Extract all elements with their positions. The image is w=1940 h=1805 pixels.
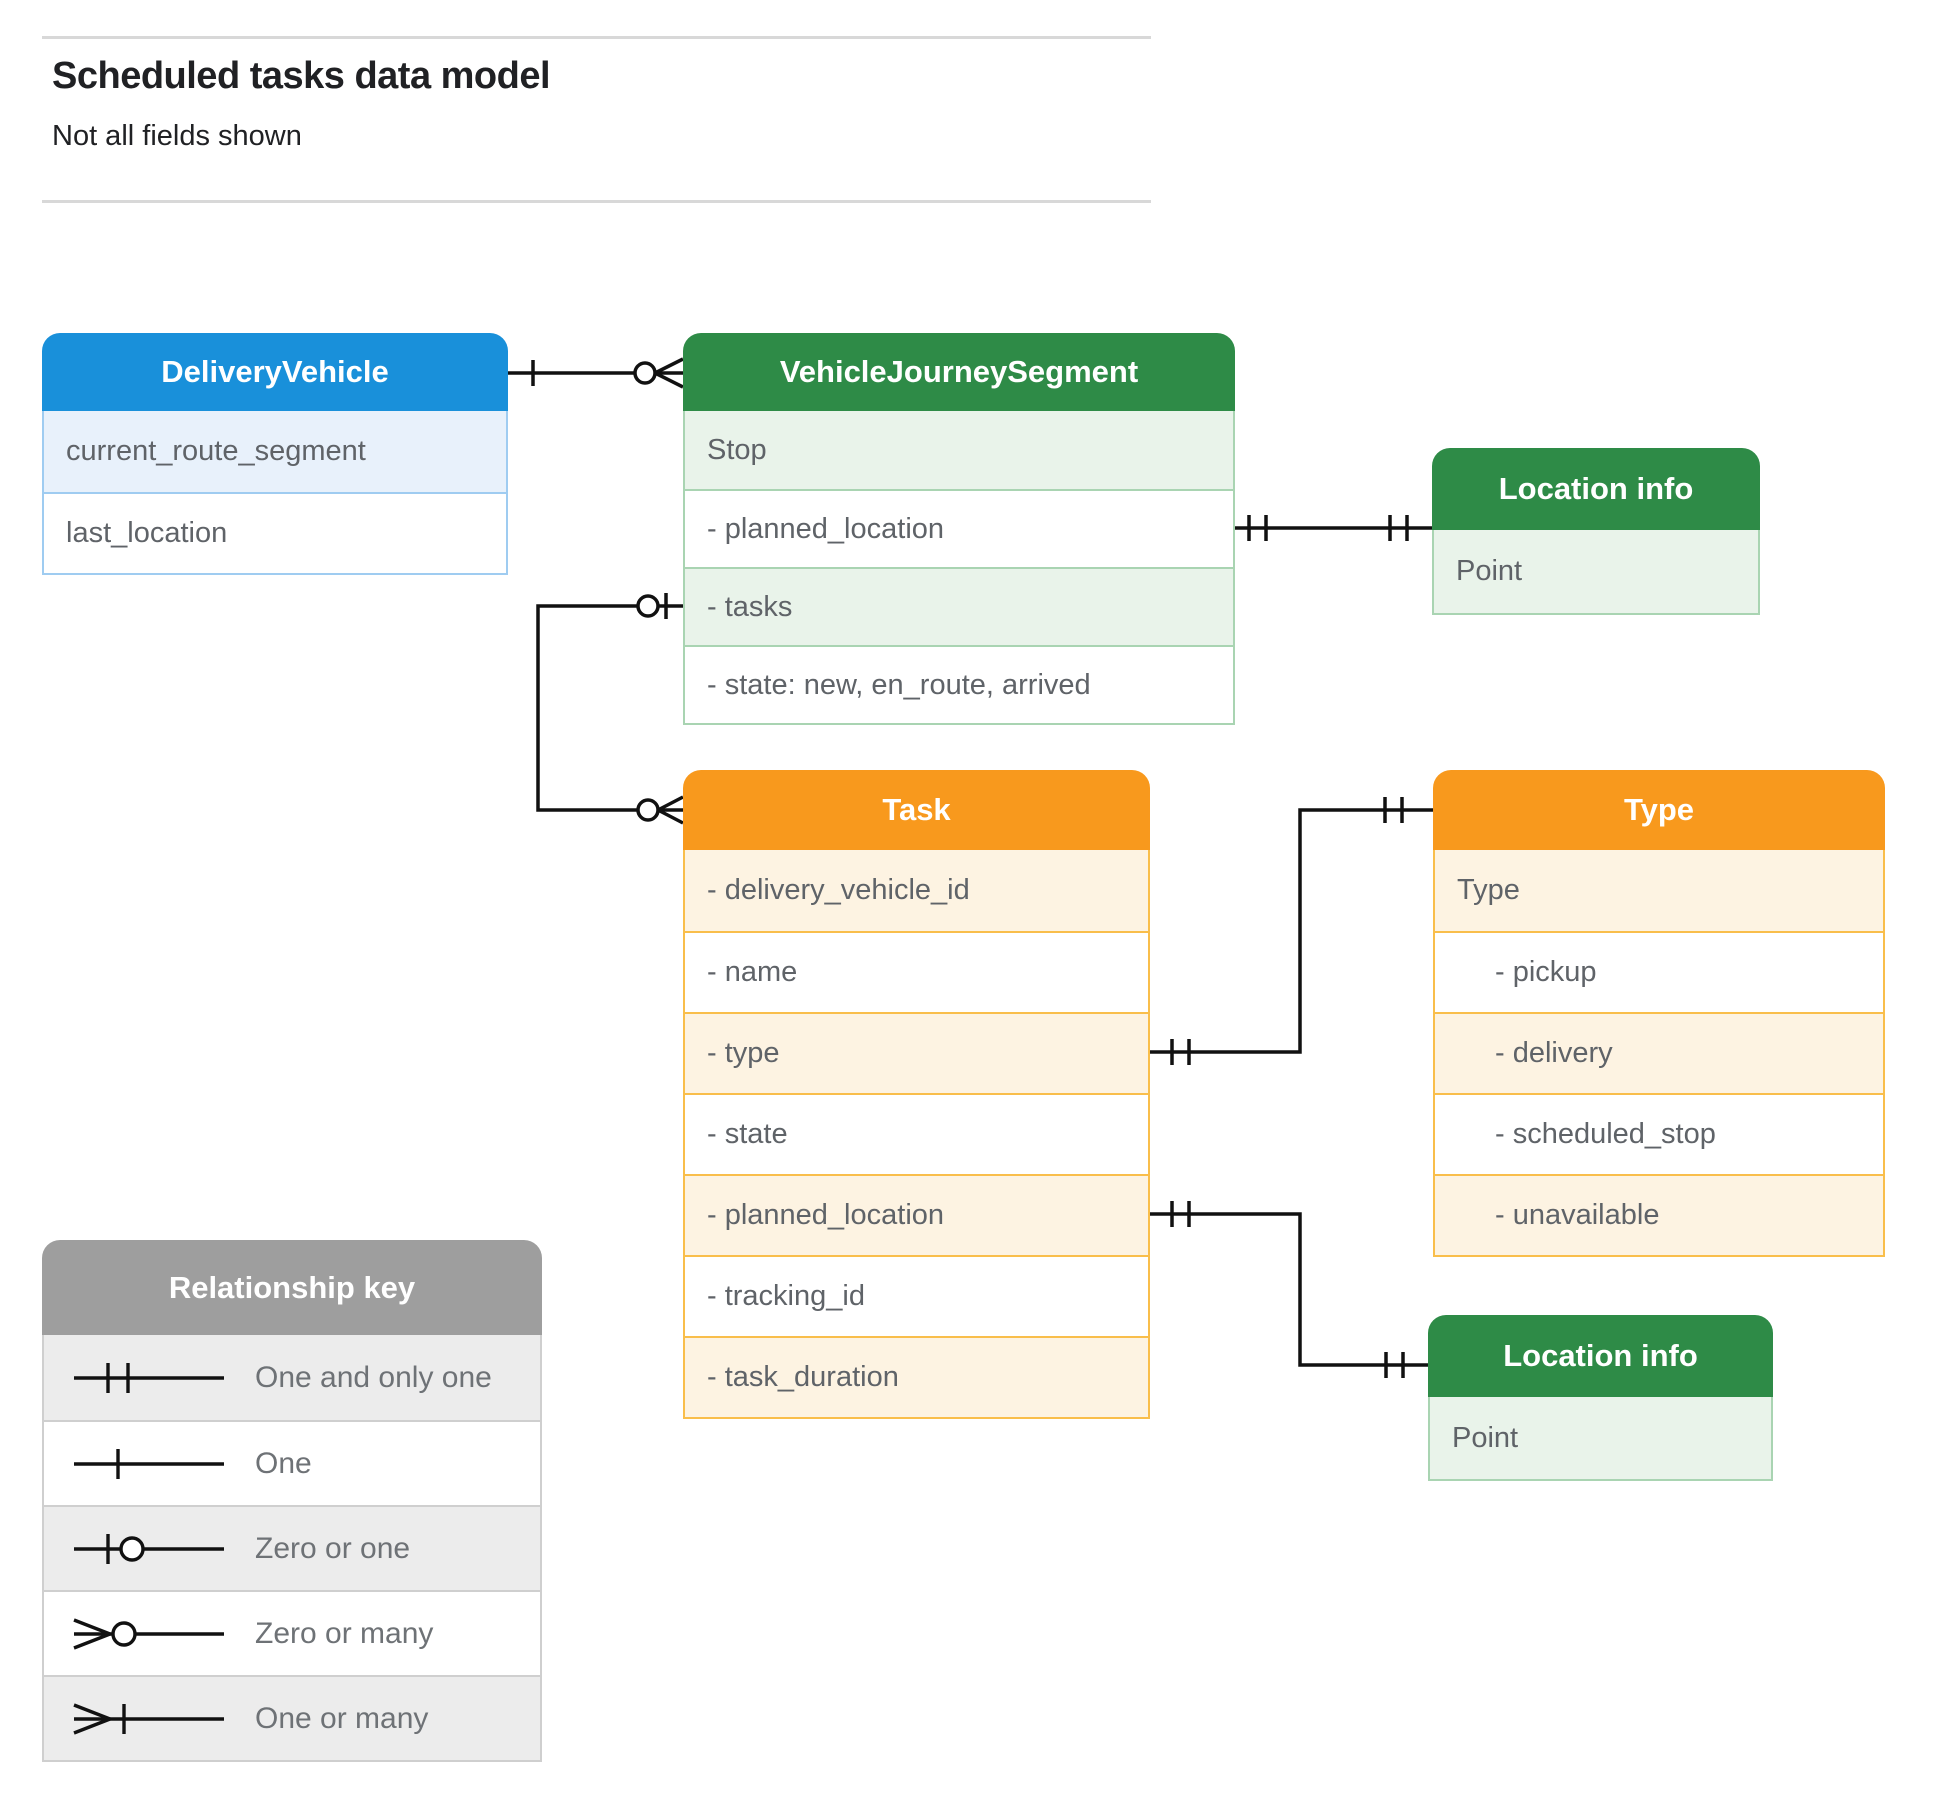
entity-row: - name [685, 931, 1148, 1012]
entity-vehicle-journey-segment: VehicleJourneySegment Stop- planned_loca… [683, 333, 1235, 725]
entity-row: last_location [44, 492, 506, 573]
one-or-many-symbol [66, 1697, 241, 1741]
entity-body: Point [1428, 1397, 1773, 1481]
entity-row: - scheduled_stop [1435, 1093, 1883, 1174]
entity-title: Location info [1498, 471, 1694, 506]
entity-body: Stop- planned_location- tasks- state: ne… [683, 411, 1235, 725]
entity-row: - type [685, 1012, 1148, 1093]
entity-body: - delivery_vehicle_id- name- type- state… [683, 850, 1150, 1419]
entity-row: - task_duration [685, 1336, 1148, 1417]
entity-title: DeliveryVehicle [161, 354, 389, 389]
legend-label: Zero or many [255, 1616, 434, 1650]
one-symbol [66, 1442, 241, 1486]
connector-plannedlocation-locationinfo-top [1235, 515, 1432, 541]
entity-row: - planned_location [685, 489, 1233, 567]
entity-header: VehicleJourneySegment [683, 333, 1235, 411]
title-divider [42, 200, 1151, 203]
entity-row: - state: new, en_route, arrived [685, 645, 1233, 723]
entity-type: Type Type- pickup- delivery- scheduled_s… [1433, 770, 1885, 1257]
entity-task: Task - delivery_vehicle_id- name- type- … [683, 770, 1150, 1419]
entity-header: Location info [1432, 448, 1760, 530]
entity-row: - state [685, 1093, 1148, 1174]
entity-row: - planned_location [685, 1174, 1148, 1255]
connector-tasktype-type [1150, 797, 1433, 1065]
entity-title: Location info [1503, 1338, 1698, 1373]
entity-row: current_route_segment [44, 411, 506, 492]
connector-deliveryvehicle-vehiclejourneysegment [507, 357, 684, 389]
entity-header: Type [1433, 770, 1885, 850]
entity-row: Type [1435, 850, 1883, 931]
entity-row: - pickup [1435, 931, 1883, 1012]
entity-header: Location info [1428, 1315, 1773, 1397]
entity-body: Point [1432, 530, 1760, 615]
zero-or-one-symbol [66, 1527, 241, 1571]
page-subtitle: Not all fields shown [52, 120, 302, 152]
entity-title: Task [882, 792, 951, 827]
legend-title: Relationship key [168, 1269, 416, 1305]
entity-row: Point [1430, 1397, 1771, 1479]
legend-row: Zero or one [44, 1505, 540, 1590]
entity-row: - delivery [1435, 1012, 1883, 1093]
entity-row: - delivery_vehicle_id [685, 850, 1148, 931]
entity-location-info-bottom: Location info Point [1428, 1315, 1773, 1481]
legend-label: One [255, 1446, 312, 1480]
legend-row: Zero or many [44, 1590, 540, 1675]
entity-row: - tracking_id [685, 1255, 1148, 1336]
entity-body: Type- pickup- delivery- scheduled_stop- … [1433, 850, 1885, 1257]
connector-tasks-task [536, 593, 684, 825]
entity-row: - tasks [685, 567, 1233, 645]
legend-row: One and only one [44, 1335, 540, 1420]
entity-title: VehicleJourneySegment [779, 354, 1139, 389]
entity-row: Point [1434, 530, 1758, 613]
entity-header: Task [683, 770, 1150, 850]
zero-or-many-symbol [66, 1612, 241, 1656]
entity-location-info-top: Location info Point [1432, 448, 1760, 615]
connector-taskplannedlocation-locationinfo-bottom [1150, 1201, 1428, 1378]
legend-row: One or many [44, 1675, 540, 1760]
legend-label: One and only one [255, 1360, 492, 1394]
one-and-only-one-symbol [66, 1356, 241, 1400]
page-title: Scheduled tasks data model [52, 55, 551, 97]
entity-row: Stop [685, 411, 1233, 489]
legend-header: Relationship key [42, 1240, 542, 1335]
legend-row: One [44, 1420, 540, 1505]
entity-row: - unavailable [1435, 1174, 1883, 1255]
legend-label: One or many [255, 1701, 429, 1735]
legend-label: Zero or one [255, 1531, 411, 1565]
top-divider [42, 36, 1151, 39]
entity-title: Type [1623, 792, 1695, 827]
entity-header: DeliveryVehicle [42, 333, 508, 411]
